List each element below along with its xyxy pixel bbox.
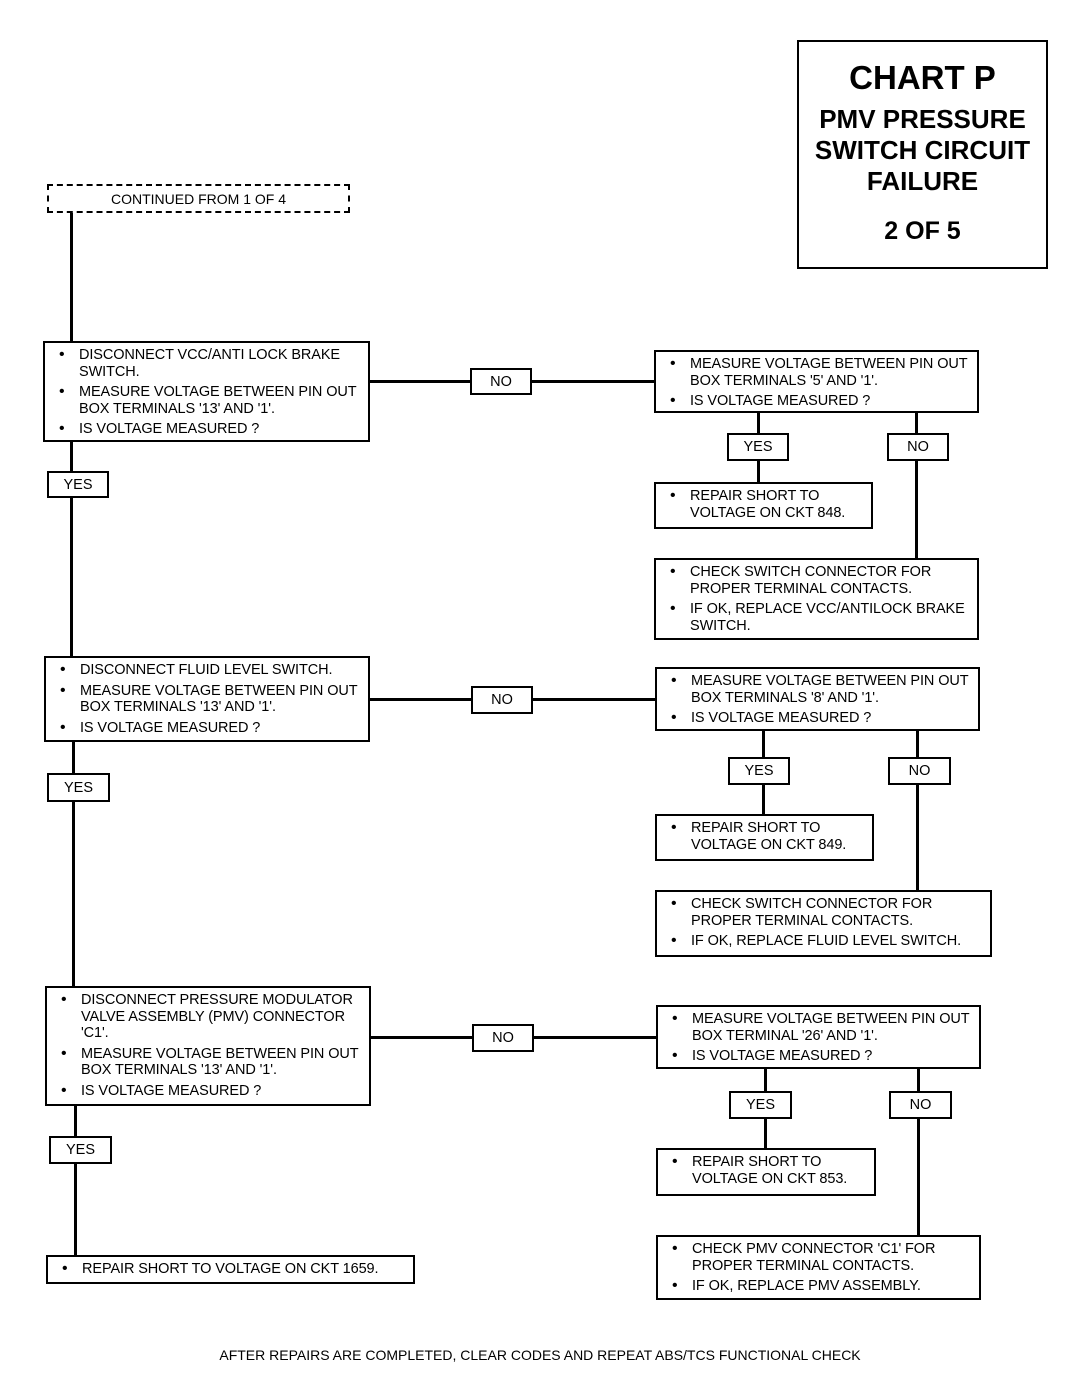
step-3-line-2: MEASURE VOLTAGE BETWEEN PIN OUT BOX TERM… xyxy=(55,1046,363,1079)
chart-title-block: CHART P PMV PRESSURE SWITCH CIRCUIT FAIL… xyxy=(797,40,1048,269)
step-2-check-line-2: IF OK, REPLACE FLUID LEVEL SWITCH. xyxy=(665,933,984,950)
step-3-measure-box: MEASURE VOLTAGE BETWEEN PIN OUT BOX TERM… xyxy=(656,1005,981,1069)
continued-label: CONTINUED FROM 1 OF 4 xyxy=(110,190,286,207)
final-repair-line: REPAIR SHORT TO VOLTAGE ON CKT 1659. xyxy=(56,1261,407,1278)
step-2-measure-no-label: NO xyxy=(888,757,951,785)
step-3-yes-label: YES xyxy=(49,1136,112,1164)
step-1-measure-line-2: IS VOLTAGE MEASURED ? xyxy=(664,393,971,410)
step-1-measure-yes-label: YES xyxy=(727,433,789,461)
connector-line xyxy=(371,1036,472,1039)
step-2-line-1: DISCONNECT FLUID LEVEL SWITCH. xyxy=(54,662,362,679)
step-1-box: DISCONNECT VCC/ANTI LOCK BRAKE SWITCH. M… xyxy=(43,341,370,442)
connector-line xyxy=(757,413,760,433)
footer-note: AFTER REPAIRS ARE COMPLETED, CLEAR CODES… xyxy=(219,1347,861,1363)
connector-line xyxy=(917,1069,920,1091)
connector-line xyxy=(370,698,471,701)
connector-line xyxy=(370,380,470,383)
connector-line xyxy=(72,802,75,986)
step-1-measure-line-1: MEASURE VOLTAGE BETWEEN PIN OUT BOX TERM… xyxy=(664,356,971,389)
step-3-check-line-1: CHECK PMV CONNECTOR 'C1' FOR PROPER TERM… xyxy=(666,1241,973,1274)
step-3-measure-no-label: NO xyxy=(889,1091,952,1119)
step-3-check-line-2: IF OK, REPLACE PMV ASSEMBLY. xyxy=(666,1278,973,1295)
step-3-repair-line: REPAIR SHORT TO VOLTAGE ON CKT 853. xyxy=(666,1154,868,1187)
step-2-check-box: CHECK SWITCH CONNECTOR FOR PROPER TERMIN… xyxy=(655,890,992,957)
step-3-box: DISCONNECT PRESSURE MODULATOR VALVE ASSE… xyxy=(45,986,371,1106)
step-1-no-label: NO xyxy=(470,368,532,395)
step-2-check-line-1: CHECK SWITCH CONNECTOR FOR PROPER TERMIN… xyxy=(665,896,984,929)
step-3-check-box: CHECK PMV CONNECTOR 'C1' FOR PROPER TERM… xyxy=(656,1235,981,1300)
connector-line xyxy=(917,1119,920,1235)
connector-line xyxy=(74,1106,77,1136)
final-repair-box: REPAIR SHORT TO VOLTAGE ON CKT 1659. xyxy=(46,1255,415,1284)
continued-box: CONTINUED FROM 1 OF 4 xyxy=(47,184,350,213)
step-2-line-3: IS VOLTAGE MEASURED ? xyxy=(54,720,362,737)
step-3-no-label: NO xyxy=(472,1024,534,1052)
connector-line xyxy=(916,785,919,890)
step-2-repair-box: REPAIR SHORT TO VOLTAGE ON CKT 849. xyxy=(655,814,874,861)
connector-line xyxy=(70,213,73,341)
step-2-measure-line-1: MEASURE VOLTAGE BETWEEN PIN OUT BOX TERM… xyxy=(665,673,972,706)
step-1-yes-label: YES xyxy=(47,471,109,498)
connector-line xyxy=(70,498,73,656)
step-1-line-2: MEASURE VOLTAGE BETWEEN PIN OUT BOX TERM… xyxy=(53,384,362,417)
step-2-yes-label: YES xyxy=(47,773,110,802)
step-2-box: DISCONNECT FLUID LEVEL SWITCH. MEASURE V… xyxy=(44,656,370,742)
step-1-measure-box: MEASURE VOLTAGE BETWEEN PIN OUT BOX TERM… xyxy=(654,350,979,413)
chart-title: PMV PRESSURE SWITCH CIRCUIT FAILURE xyxy=(814,104,1031,196)
step-2-repair-line: REPAIR SHORT TO VOLTAGE ON CKT 849. xyxy=(665,820,866,853)
connector-line xyxy=(915,461,918,558)
step-1-check-line-1: CHECK SWITCH CONNECTOR FOR PROPER TERMIN… xyxy=(664,564,971,597)
step-3-line-3: IS VOLTAGE MEASURED ? xyxy=(55,1083,363,1100)
step-3-measure-yes-label: YES xyxy=(729,1091,792,1119)
connector-line xyxy=(70,442,73,471)
connector-line xyxy=(72,742,75,773)
step-1-repair-box: REPAIR SHORT TO VOLTAGE ON CKT 848. xyxy=(654,482,873,529)
connector-line xyxy=(916,731,919,757)
connector-line xyxy=(74,1164,77,1255)
step-3-line-1: DISCONNECT PRESSURE MODULATOR VALVE ASSE… xyxy=(55,992,363,1042)
connector-line xyxy=(762,731,765,757)
connector-line xyxy=(764,1069,767,1091)
step-2-measure-yes-label: YES xyxy=(728,757,790,785)
chart-id: CHART P xyxy=(849,59,996,96)
connector-line xyxy=(532,380,654,383)
step-2-no-label: NO xyxy=(471,686,533,714)
step-2-line-2: MEASURE VOLTAGE BETWEEN PIN OUT BOX TERM… xyxy=(54,683,362,716)
step-1-check-line-2: IF OK, REPLACE VCC/ANTILOCK BRAKE SWITCH… xyxy=(664,601,971,634)
step-1-check-box: CHECK SWITCH CONNECTOR FOR PROPER TERMIN… xyxy=(654,558,979,640)
connector-line xyxy=(757,461,760,482)
step-2-measure-box: MEASURE VOLTAGE BETWEEN PIN OUT BOX TERM… xyxy=(655,667,980,731)
step-2-measure-line-2: IS VOLTAGE MEASURED ? xyxy=(665,710,972,727)
chart-page: 2 OF 5 xyxy=(884,217,961,245)
step-1-repair-line: REPAIR SHORT TO VOLTAGE ON CKT 848. xyxy=(664,488,865,521)
connector-line xyxy=(762,785,765,814)
step-1-line-1: DISCONNECT VCC/ANTI LOCK BRAKE SWITCH. xyxy=(53,347,362,380)
step-3-measure-line-2: IS VOLTAGE MEASURED ? xyxy=(666,1048,973,1065)
step-3-repair-box: REPAIR SHORT TO VOLTAGE ON CKT 853. xyxy=(656,1148,876,1196)
step-1-measure-no-label: NO xyxy=(887,433,949,461)
step-3-measure-line-1: MEASURE VOLTAGE BETWEEN PIN OUT BOX TERM… xyxy=(666,1011,973,1044)
connector-line xyxy=(915,413,918,433)
connector-line xyxy=(764,1119,767,1148)
connector-line xyxy=(533,698,655,701)
connector-line xyxy=(534,1036,656,1039)
step-1-line-3: IS VOLTAGE MEASURED ? xyxy=(53,421,362,438)
